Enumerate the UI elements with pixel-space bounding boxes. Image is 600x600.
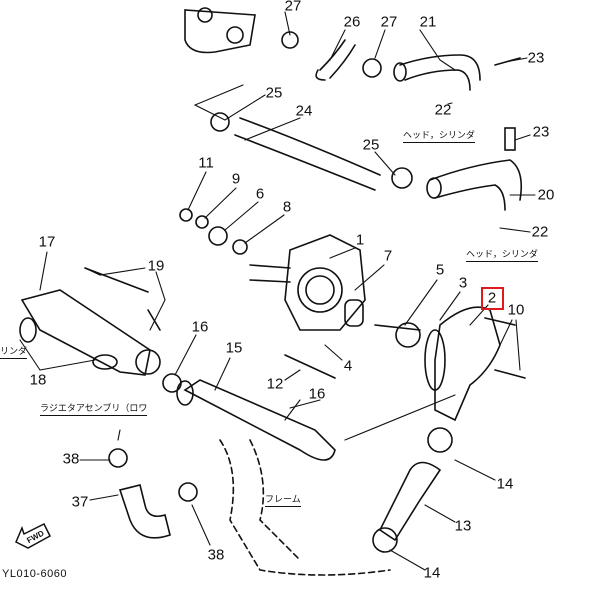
callout-11: 11 — [198, 154, 214, 172]
callout-25: 25 — [265, 84, 283, 102]
callout-26: 26 — [343, 13, 361, 31]
highlight-box-part-2 — [481, 287, 504, 310]
callout-14: 14 — [496, 475, 514, 493]
callout-9: 9 — [231, 170, 241, 188]
callout-27: 27 — [284, 0, 302, 15]
callout-38: 38 — [62, 450, 80, 468]
pipe-joint-17 — [19, 267, 161, 376]
callout-2[interactable]: 2 — [487, 289, 497, 307]
hose-37 — [118, 484, 171, 539]
note-head-cylinder: ヘッド，シリンダ — [403, 131, 475, 143]
callout-22: 22 — [434, 101, 452, 119]
callout-10: 10 — [507, 301, 525, 319]
thermostat-housing — [184, 7, 256, 54]
callout-20: 20 — [537, 186, 555, 204]
callout-21: 21 — [419, 13, 437, 31]
pump-cover — [434, 306, 501, 422]
callout-14: 14 — [423, 564, 441, 582]
callout-16: 16 — [191, 318, 209, 336]
callout-16: 16 — [308, 385, 326, 403]
pipe-20 — [429, 159, 523, 211]
callout-38: 38 — [207, 546, 225, 564]
callout-19: 19 — [147, 257, 165, 275]
callout-4: 4 — [343, 357, 353, 375]
callout-22: 22 — [531, 223, 549, 241]
callout-15: 15 — [225, 339, 243, 357]
leader-lines — [19, 11, 536, 571]
callout-13: 13 — [454, 517, 472, 535]
hose-13 — [378, 461, 442, 542]
callout-7: 7 — [383, 247, 393, 265]
callout-25: 25 — [362, 136, 380, 154]
note-radiator-lower: ラジエタアセンブリ（ロワ — [40, 404, 148, 416]
diagram-code: YL010-6060 — [2, 568, 67, 580]
hose-26 — [315, 39, 356, 81]
callout-1: 1 — [355, 231, 365, 249]
hose-24 — [234, 117, 381, 191]
callout-8: 8 — [282, 198, 292, 216]
callout-17: 17 — [38, 233, 56, 251]
callout-12: 12 — [266, 375, 284, 393]
callout-23: 23 — [532, 123, 550, 141]
note-frame: フレーム — [265, 495, 301, 507]
fwd-arrow-icon: FWD — [15, 522, 51, 549]
note-cylinder-left: リンダ — [0, 347, 28, 359]
water-pump-body — [249, 234, 366, 331]
pipe-21 — [399, 54, 481, 91]
callout-24: 24 — [295, 102, 313, 120]
callout-18: 18 — [29, 371, 47, 389]
hose-15 — [183, 379, 336, 461]
callout-37: 37 — [71, 493, 89, 511]
callout-5: 5 — [435, 261, 445, 279]
callout-3: 3 — [458, 274, 468, 292]
note-head-cylinder: ヘッド，シリンダ — [466, 250, 538, 262]
callout-6: 6 — [255, 185, 265, 203]
callout-27: 27 — [380, 13, 398, 31]
callout-23: 23 — [527, 49, 545, 67]
